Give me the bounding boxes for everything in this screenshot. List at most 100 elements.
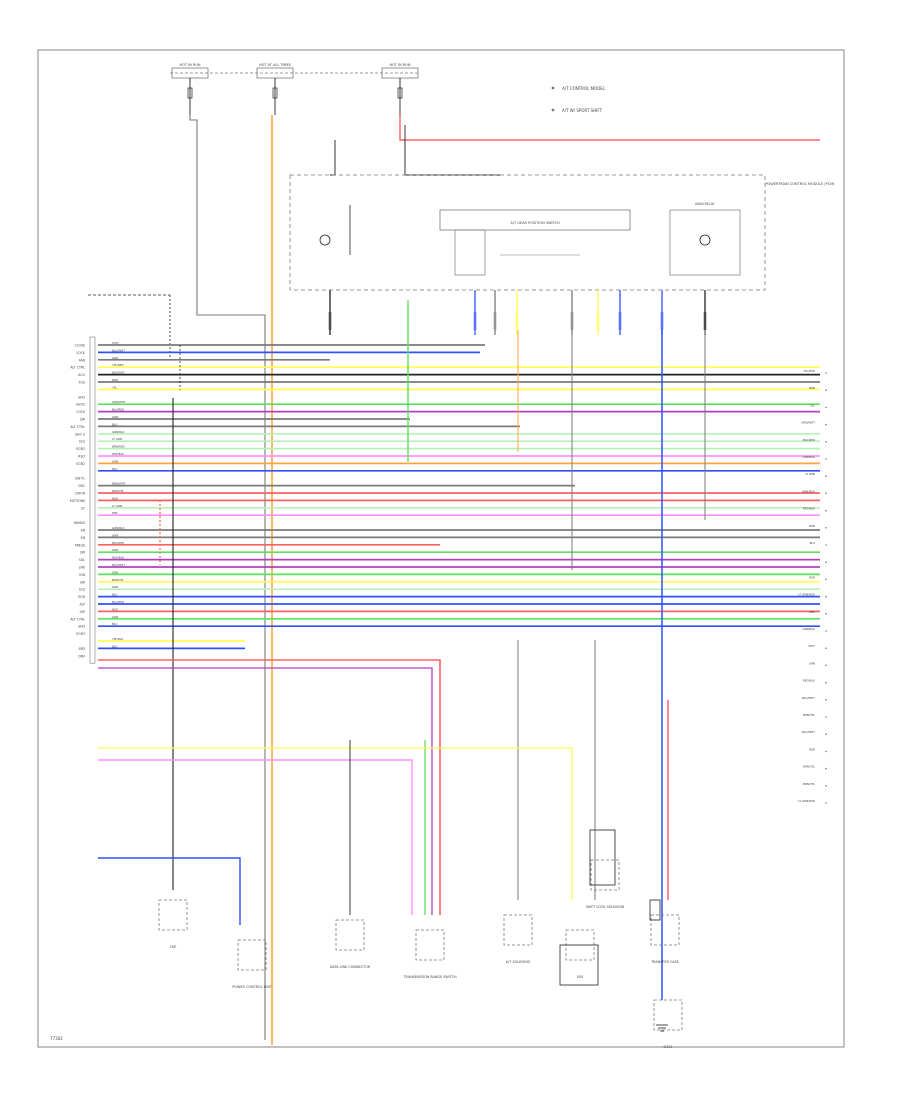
pin-function-label: SW	[80, 418, 86, 422]
right-wire-label: YEL/RED	[803, 369, 815, 373]
pin-function-label: EGR	[78, 595, 85, 599]
right-wire-label: LT GRN/RED	[798, 799, 815, 803]
wire-color-label: BLU	[112, 644, 117, 648]
pin-function-label: MOTIONS	[70, 499, 85, 503]
vertical-wire	[98, 747, 573, 900]
right-wire-label: BRN/RED	[802, 489, 815, 493]
right-wire-label: RED/BLK	[803, 679, 815, 683]
right-wire-label: GRN	[809, 661, 815, 665]
component-box	[590, 859, 620, 891]
right-terminal	[825, 664, 827, 667]
pin-function-label: SW FL	[75, 477, 85, 481]
wire-color-label: LT GRN	[112, 504, 122, 508]
wire-color-label: YEL	[112, 385, 117, 389]
right-terminal	[825, 544, 827, 546]
component-box	[415, 929, 445, 961]
wire-color-label: BLU/WHT	[112, 348, 125, 352]
fuse-label: HOT IN RUN	[179, 63, 200, 67]
wire-color-label: GRN	[112, 585, 118, 589]
pin-function-label: LNK	[79, 566, 86, 570]
fuse-icon	[272, 87, 278, 99]
right-wire-label: LT GRN/RED	[798, 593, 815, 597]
component-label: CKP	[170, 945, 177, 949]
fuse-icon	[187, 87, 193, 99]
pin-function-label: IGP	[80, 610, 85, 614]
legend-item-label: A/T W/ SPORT SHIFT	[562, 108, 603, 113]
wire-color-label: RED	[112, 496, 118, 500]
diagram-frame	[37, 49, 845, 1048]
right-terminal	[825, 372, 827, 374]
wire-color-label: BLU/WHT	[112, 563, 125, 567]
inner-unit-label: A/T GEAR POSITION SWITCH	[510, 221, 560, 225]
pcm-block-label: POWERTRAIN CONTROL MODULE (PCM)	[765, 182, 835, 186]
right-terminal	[825, 767, 827, 770]
pcm-pin-connector	[596, 312, 600, 330]
pin-function-label: ALT CTRL	[70, 617, 85, 621]
wire-color-label: BRN	[112, 378, 118, 382]
component-label: VSS	[577, 975, 584, 979]
right-wire-label: BRN/YEL	[803, 782, 815, 786]
right-terminal	[825, 561, 827, 563]
wire-color-label: BLU/RED	[112, 408, 124, 412]
right-terminal	[825, 750, 827, 753]
shift-lock-solenoid	[589, 829, 616, 886]
transfer-case-connector	[649, 899, 661, 921]
right-terminal	[825, 527, 827, 529]
fuse-icon	[397, 87, 403, 99]
wire-color-label: GRN	[112, 570, 118, 574]
right-terminal	[825, 458, 827, 460]
right-wire-label: BLU/WHT	[802, 730, 815, 734]
pcm-pin-connector	[660, 312, 664, 330]
right-wire-label: BRN	[809, 386, 815, 390]
component-label: DATA LINK CONNECTOR	[330, 965, 371, 969]
right-terminal	[825, 578, 827, 581]
wire-color-label: GRN/BLK	[112, 526, 125, 530]
component-box	[237, 939, 267, 971]
pin-function-label: SCS	[79, 588, 85, 592]
pin-function-label: CLOSE	[75, 344, 85, 348]
wire-color-label: RED/BLK	[112, 452, 124, 456]
right-wire-label: PNK	[809, 610, 815, 614]
pcm-pin-connector	[473, 312, 477, 330]
right-wire-label: BLU/WHT	[802, 696, 815, 700]
ground-symbol	[319, 234, 331, 246]
wire-color-label: RED/BLK	[112, 556, 124, 560]
wire-color-label: GRN	[112, 415, 118, 419]
pin-function-label: SHO	[78, 625, 85, 629]
legend-item-label: A/T CONTROL MODEL	[562, 86, 606, 91]
wire-color-label: BLU	[112, 467, 117, 471]
pin-function-label: EGR2	[76, 447, 85, 451]
right-terminal	[825, 733, 827, 735]
wire-color-label: BLU/RED	[112, 600, 124, 604]
wire-color-label: BLK/WHT	[112, 371, 125, 375]
pin-function-label: ALT CTRL	[70, 425, 85, 429]
left-connector	[89, 336, 96, 664]
vertical-wire	[98, 659, 441, 915]
pin-function-label: SHO2	[76, 403, 85, 407]
main-relay-box	[669, 209, 741, 276]
pin-function-label: EN	[81, 529, 86, 533]
right-terminal	[825, 423, 827, 426]
right-terminal	[825, 802, 827, 804]
right-wire-label: GRN/YEL	[803, 765, 816, 769]
pcm-pin-connector	[515, 312, 519, 330]
wire-color-label: BLU	[112, 422, 117, 426]
wire-color-label: ORN	[112, 459, 118, 463]
pin-function-label: DRV	[78, 654, 85, 658]
wire-color-label: GRN	[112, 356, 118, 360]
pin-function-label: EGR3	[76, 632, 85, 636]
pcm-block	[289, 174, 766, 291]
pin-function-label: EGR2	[76, 462, 85, 466]
component-box	[650, 914, 680, 946]
footer-code: 77302	[50, 1036, 63, 1041]
pin-function-label: SW	[80, 580, 86, 584]
right-terminal	[825, 785, 827, 787]
feed-wire-red	[399, 115, 820, 141]
pin-function-label: ACG	[78, 373, 85, 377]
wire-color-label: WHT	[112, 341, 119, 345]
wire-color-label: YEL/RED	[112, 363, 124, 367]
pin-function-label: SW	[80, 551, 86, 555]
pin-function-label: LOCK	[77, 351, 86, 355]
ground-symbol	[699, 234, 711, 246]
right-wire-label: GRN/BLK	[803, 455, 816, 459]
